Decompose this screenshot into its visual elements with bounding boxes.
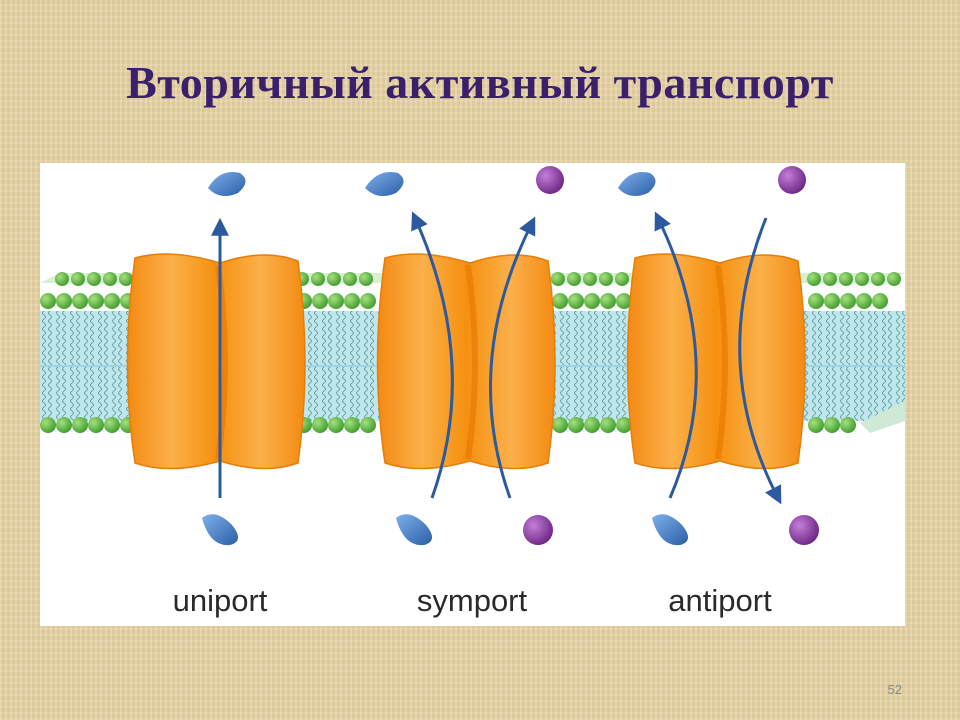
lipid-head <box>887 272 901 286</box>
lipid-head <box>856 293 872 309</box>
symport-arrow-right <box>489 216 536 499</box>
lipid-head <box>104 293 120 309</box>
lipid-head <box>855 272 869 286</box>
purple-ion <box>523 515 553 545</box>
lipid-head <box>584 293 600 309</box>
lipid-head <box>824 417 840 433</box>
lipid-head <box>56 293 72 309</box>
symport-arrow-left <box>411 211 454 499</box>
lipid-head <box>344 293 360 309</box>
purple-ion <box>789 515 819 545</box>
uniport-label: uniport <box>173 583 268 618</box>
blue-ion <box>618 172 656 197</box>
lipid-head <box>551 272 565 286</box>
lipid-head <box>839 272 853 286</box>
lipid-head <box>360 417 376 433</box>
antiport-protein <box>626 253 806 470</box>
lipid-head <box>104 417 120 433</box>
purple-ion <box>778 166 806 194</box>
symport-label: symport <box>417 583 528 618</box>
blue-ion <box>652 514 689 546</box>
lipid-head <box>552 293 568 309</box>
uniport-protein <box>126 253 306 470</box>
lipid-head <box>327 272 341 286</box>
lipid-head <box>567 272 581 286</box>
lipid-head <box>568 293 584 309</box>
lipid-head <box>871 272 885 286</box>
ions-inside <box>202 514 819 546</box>
lipid-head <box>359 272 373 286</box>
lipid-head <box>808 293 824 309</box>
lipid-head <box>312 417 328 433</box>
purple-ion <box>536 166 564 194</box>
blue-ion <box>396 514 433 546</box>
slide-title: Вторичный активный транспорт <box>126 57 834 108</box>
blue-ion <box>365 172 404 197</box>
lipid-head <box>72 293 88 309</box>
ions-outside <box>208 166 806 197</box>
lipid-head <box>40 293 56 309</box>
lipid-head <box>71 272 85 286</box>
lipid-heads-outer <box>40 293 888 309</box>
lipid-head <box>583 272 597 286</box>
membrane-transport-diagram: uniport symport antiport <box>40 163 905 626</box>
lipid-head <box>55 272 69 286</box>
lipid-head <box>840 293 856 309</box>
lipid-head <box>615 272 629 286</box>
lipid-heads-inner <box>40 417 856 433</box>
lipid-head <box>344 417 360 433</box>
lipid-head <box>584 417 600 433</box>
antiport-label: antiport <box>668 583 772 618</box>
lipid-head <box>616 417 632 433</box>
lipid-head <box>56 417 72 433</box>
lipid-head <box>823 272 837 286</box>
lipid-head <box>87 272 101 286</box>
lipid-head <box>119 272 133 286</box>
symport-protein <box>376 253 556 470</box>
lipid-head <box>840 417 856 433</box>
page-number: 52 <box>887 682 902 697</box>
lipid-head <box>343 272 357 286</box>
lipid-head <box>311 272 325 286</box>
transport-arrows <box>211 211 782 505</box>
lipid-head <box>807 272 821 286</box>
lipid-head <box>360 293 376 309</box>
lipid-head <box>872 293 888 309</box>
lipid-head <box>824 293 840 309</box>
lipid-head <box>88 293 104 309</box>
lipid-head <box>88 417 104 433</box>
lipid-head <box>600 417 616 433</box>
antiport-arrow-outward <box>654 211 698 499</box>
lipid-head <box>616 293 632 309</box>
blue-ion <box>208 172 246 197</box>
lipid-head <box>328 293 344 309</box>
lipid-head <box>599 272 613 286</box>
lipid-head <box>328 417 344 433</box>
lipid-head <box>40 417 56 433</box>
lipid-head <box>600 293 616 309</box>
lipid-head <box>808 417 824 433</box>
blue-ion <box>202 514 239 546</box>
lipid-head <box>552 417 568 433</box>
lipid-heads-outer-back <box>55 272 901 286</box>
lipid-head <box>103 272 117 286</box>
lipid-head <box>568 417 584 433</box>
antiport-arrow-inward <box>738 217 782 505</box>
lipid-head <box>72 417 88 433</box>
lipid-head <box>312 293 328 309</box>
